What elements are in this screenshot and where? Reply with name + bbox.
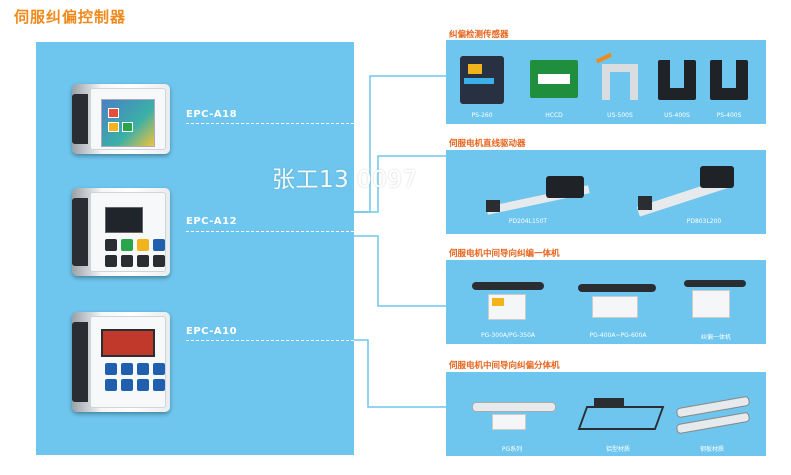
product-caption: US-400S: [664, 112, 690, 119]
controller-epc-a10-image: [72, 312, 170, 412]
controller-epc-a18-image: [72, 84, 170, 154]
connector-lines: [354, 75, 446, 408]
page-title: 伺服纠偏控制器: [14, 8, 127, 26]
sensor-hccd-image: [530, 60, 578, 98]
section-integrated: PG-300A/PG-350A PG-400A~PG-600A 纠偏一体机: [446, 260, 766, 344]
product-caption: PS-400S: [716, 112, 742, 119]
controller-model-label: EPC-A10: [186, 326, 238, 337]
controller-epc-a12-image: [72, 188, 170, 276]
display: [101, 329, 155, 357]
split-pg-series-image: [470, 384, 556, 440]
watermark-text: 张工13 0097: [272, 167, 418, 193]
product-caption: PD204L150T: [508, 218, 548, 225]
section-title-split: 伺服电机中间导向纠偏分体机: [449, 361, 560, 371]
driver-pd204l150t-image: [486, 176, 596, 215]
section-sensors: PS-260 HCCD US-500S US-400S PS-400S: [446, 40, 766, 124]
product-caption: PG-300A/PG-350A: [481, 332, 535, 339]
touchscreen: [101, 99, 155, 147]
split-steel-image: [672, 384, 752, 440]
integrated-pg300a-image: [468, 272, 548, 328]
split-aluminum-image: [576, 384, 665, 440]
product-caption: 纠偏一体机: [700, 334, 732, 341]
product-caption: PG-400A~PG-600A: [589, 332, 647, 339]
section-title-sensors: 纠偏检测传感器: [449, 30, 509, 40]
product-caption: PG系列: [501, 446, 523, 453]
controller-model-label: EPC-A12: [186, 216, 238, 227]
display: [105, 207, 143, 233]
section-linear-drivers: PD204L150T PD803L200: [446, 150, 766, 234]
product-caption: US-500S: [607, 112, 633, 119]
section-split: PG系列 铝型材质 钢板材质: [446, 372, 766, 456]
integrated-pg400a-image: [574, 272, 660, 328]
controller-model-label: EPC-A18: [186, 109, 238, 120]
connector-dash: [186, 123, 354, 124]
sensor-ps400s-image: [710, 60, 748, 100]
product-caption: PS-260: [471, 112, 493, 119]
sensor-us500s-image: [595, 52, 644, 104]
connector-dash: [186, 231, 354, 232]
connector-dash: [186, 340, 354, 341]
driver-pd803l200-image: [636, 166, 746, 217]
section-title-integrated: 伺服电机中间导向纠编一体机: [449, 249, 560, 259]
sensor-ps260-image: [460, 56, 504, 104]
sensor-us400s-image: [658, 60, 696, 100]
product-caption: 铝型材质: [605, 446, 631, 453]
product-caption: HCCD: [545, 112, 563, 119]
integrated-corrector-image: [682, 272, 748, 328]
section-title-linear-drivers: 伺服电机直线驱动器: [449, 139, 526, 149]
product-caption: 钢板材质: [699, 446, 725, 453]
product-caption: PD803L200: [686, 218, 722, 225]
